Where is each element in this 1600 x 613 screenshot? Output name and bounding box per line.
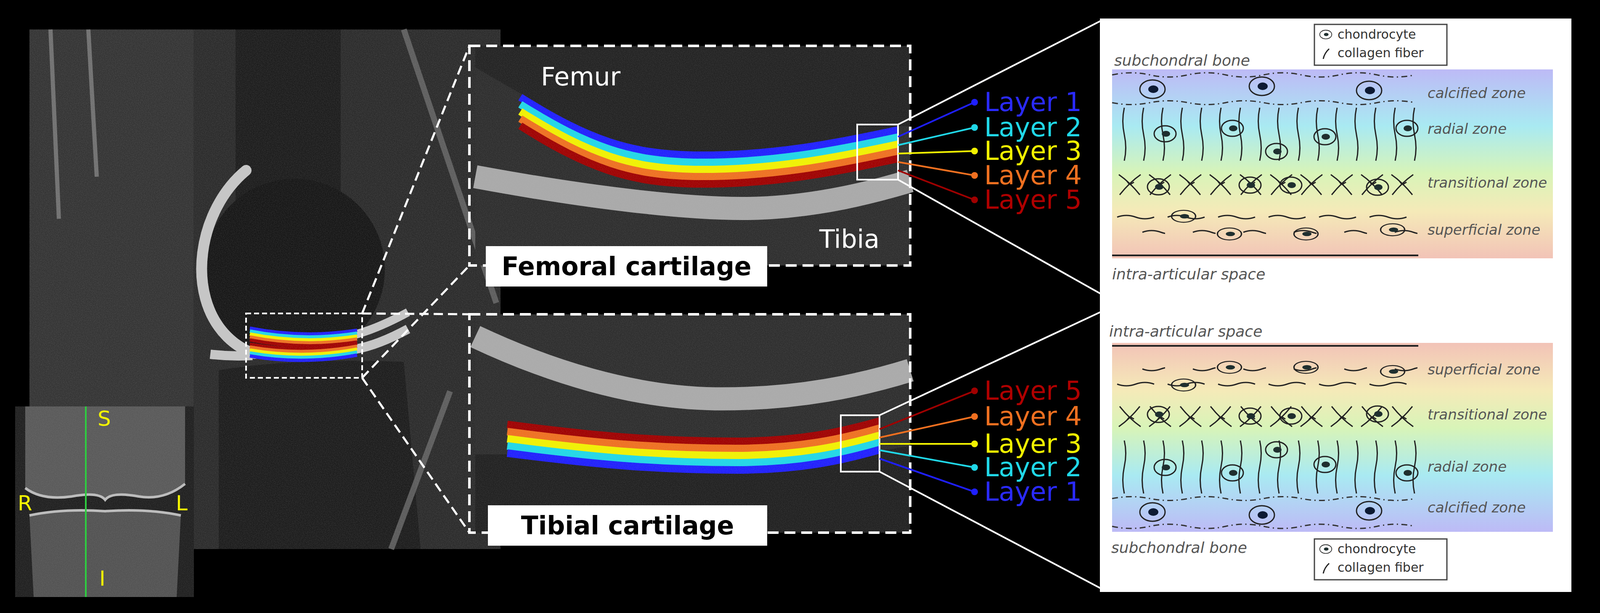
orientation-label: I (99, 565, 106, 591)
orientation-label: L (175, 490, 188, 516)
legend-text: collagen fiber (1337, 559, 1424, 575)
title-text: Femoral cartilage (501, 251, 752, 281)
legend-text: chondrocyte (1337, 541, 1416, 557)
region-label: intra-articular space (1109, 322, 1263, 341)
zone-label: transitional zone (1427, 174, 1548, 192)
legend-text: chondrocyte (1337, 26, 1416, 43)
zone-label: superficial zone (1427, 221, 1541, 239)
zone-label: superficial zone (1427, 360, 1541, 379)
region-label: intra-articular space (1112, 264, 1266, 284)
title-box: Tibial cartilage (487, 505, 768, 546)
zone-label: calcified zone (1427, 498, 1526, 517)
orientation-label: S (97, 405, 112, 432)
region-label: subchondral bone (1111, 538, 1248, 557)
title-box: Femoral cartilage (485, 246, 768, 287)
layer-label: Layer 4 (984, 400, 1082, 432)
region-label: subchondral bone (1114, 51, 1251, 70)
zone-label: calcified zone (1427, 84, 1526, 102)
layer-label: Layer 1 (984, 476, 1082, 508)
bone-label: Femur (540, 61, 621, 92)
legend-text: collagen fiber (1337, 45, 1424, 61)
bone-label: Tibia (819, 223, 880, 255)
orientation-label: R (17, 490, 33, 516)
zone-label: radial zone (1427, 120, 1507, 138)
zone-label: radial zone (1427, 458, 1507, 476)
zone-label: transitional zone (1427, 405, 1548, 424)
layer-label: Layer 5 (984, 184, 1082, 216)
title-text: Tibial cartilage (521, 510, 735, 541)
